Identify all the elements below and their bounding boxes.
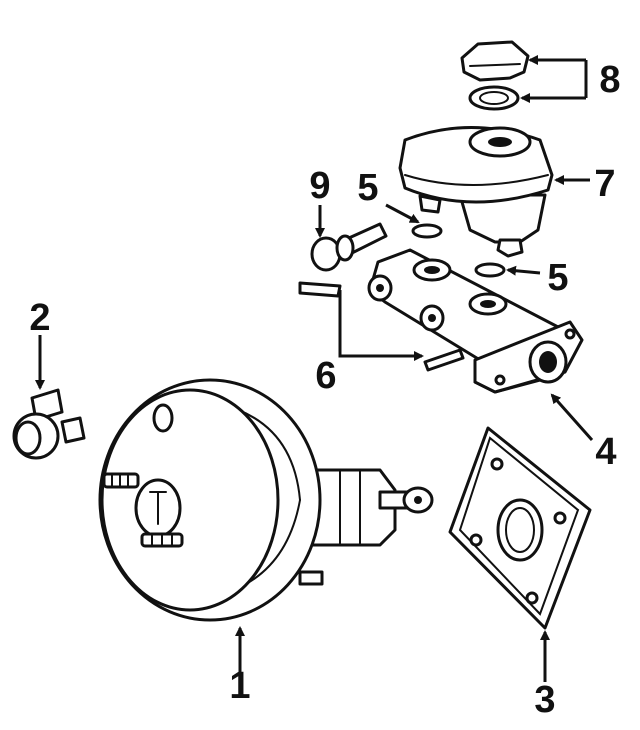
leader-4 (550, 393, 594, 441)
callout-2: 2 (29, 297, 50, 339)
callout-1: 1 (229, 665, 250, 707)
leader-5a (385, 203, 420, 224)
fluid-level-sensor-part (310, 222, 388, 272)
leader-6 (338, 290, 424, 361)
callout-5-upper: 5 (357, 167, 378, 209)
callout-labels: 1 2 3 4 5 5 6 7 8 9 (29, 59, 620, 721)
callout-7: 7 (594, 163, 615, 205)
callout-3: 3 (534, 679, 555, 721)
leader-lines (35, 55, 594, 690)
callout-4: 4 (595, 431, 616, 473)
leader-5b (506, 265, 541, 276)
reservoir-seal-lower-part (474, 262, 506, 278)
callout-6: 6 (315, 355, 336, 397)
check-valve-part (12, 388, 86, 460)
callout-5-lower: 5 (547, 257, 568, 299)
fluid-reservoir-part (398, 126, 554, 258)
brake-booster-part (98, 378, 434, 622)
reservoir-cap-part (460, 40, 530, 111)
retaining-pin-part (298, 281, 465, 372)
callout-8: 8 (599, 59, 620, 101)
reservoir-seal-upper-part (411, 223, 443, 239)
master-cylinder-part (367, 248, 584, 394)
gasket-part (448, 426, 592, 630)
callout-9: 9 (309, 165, 330, 207)
